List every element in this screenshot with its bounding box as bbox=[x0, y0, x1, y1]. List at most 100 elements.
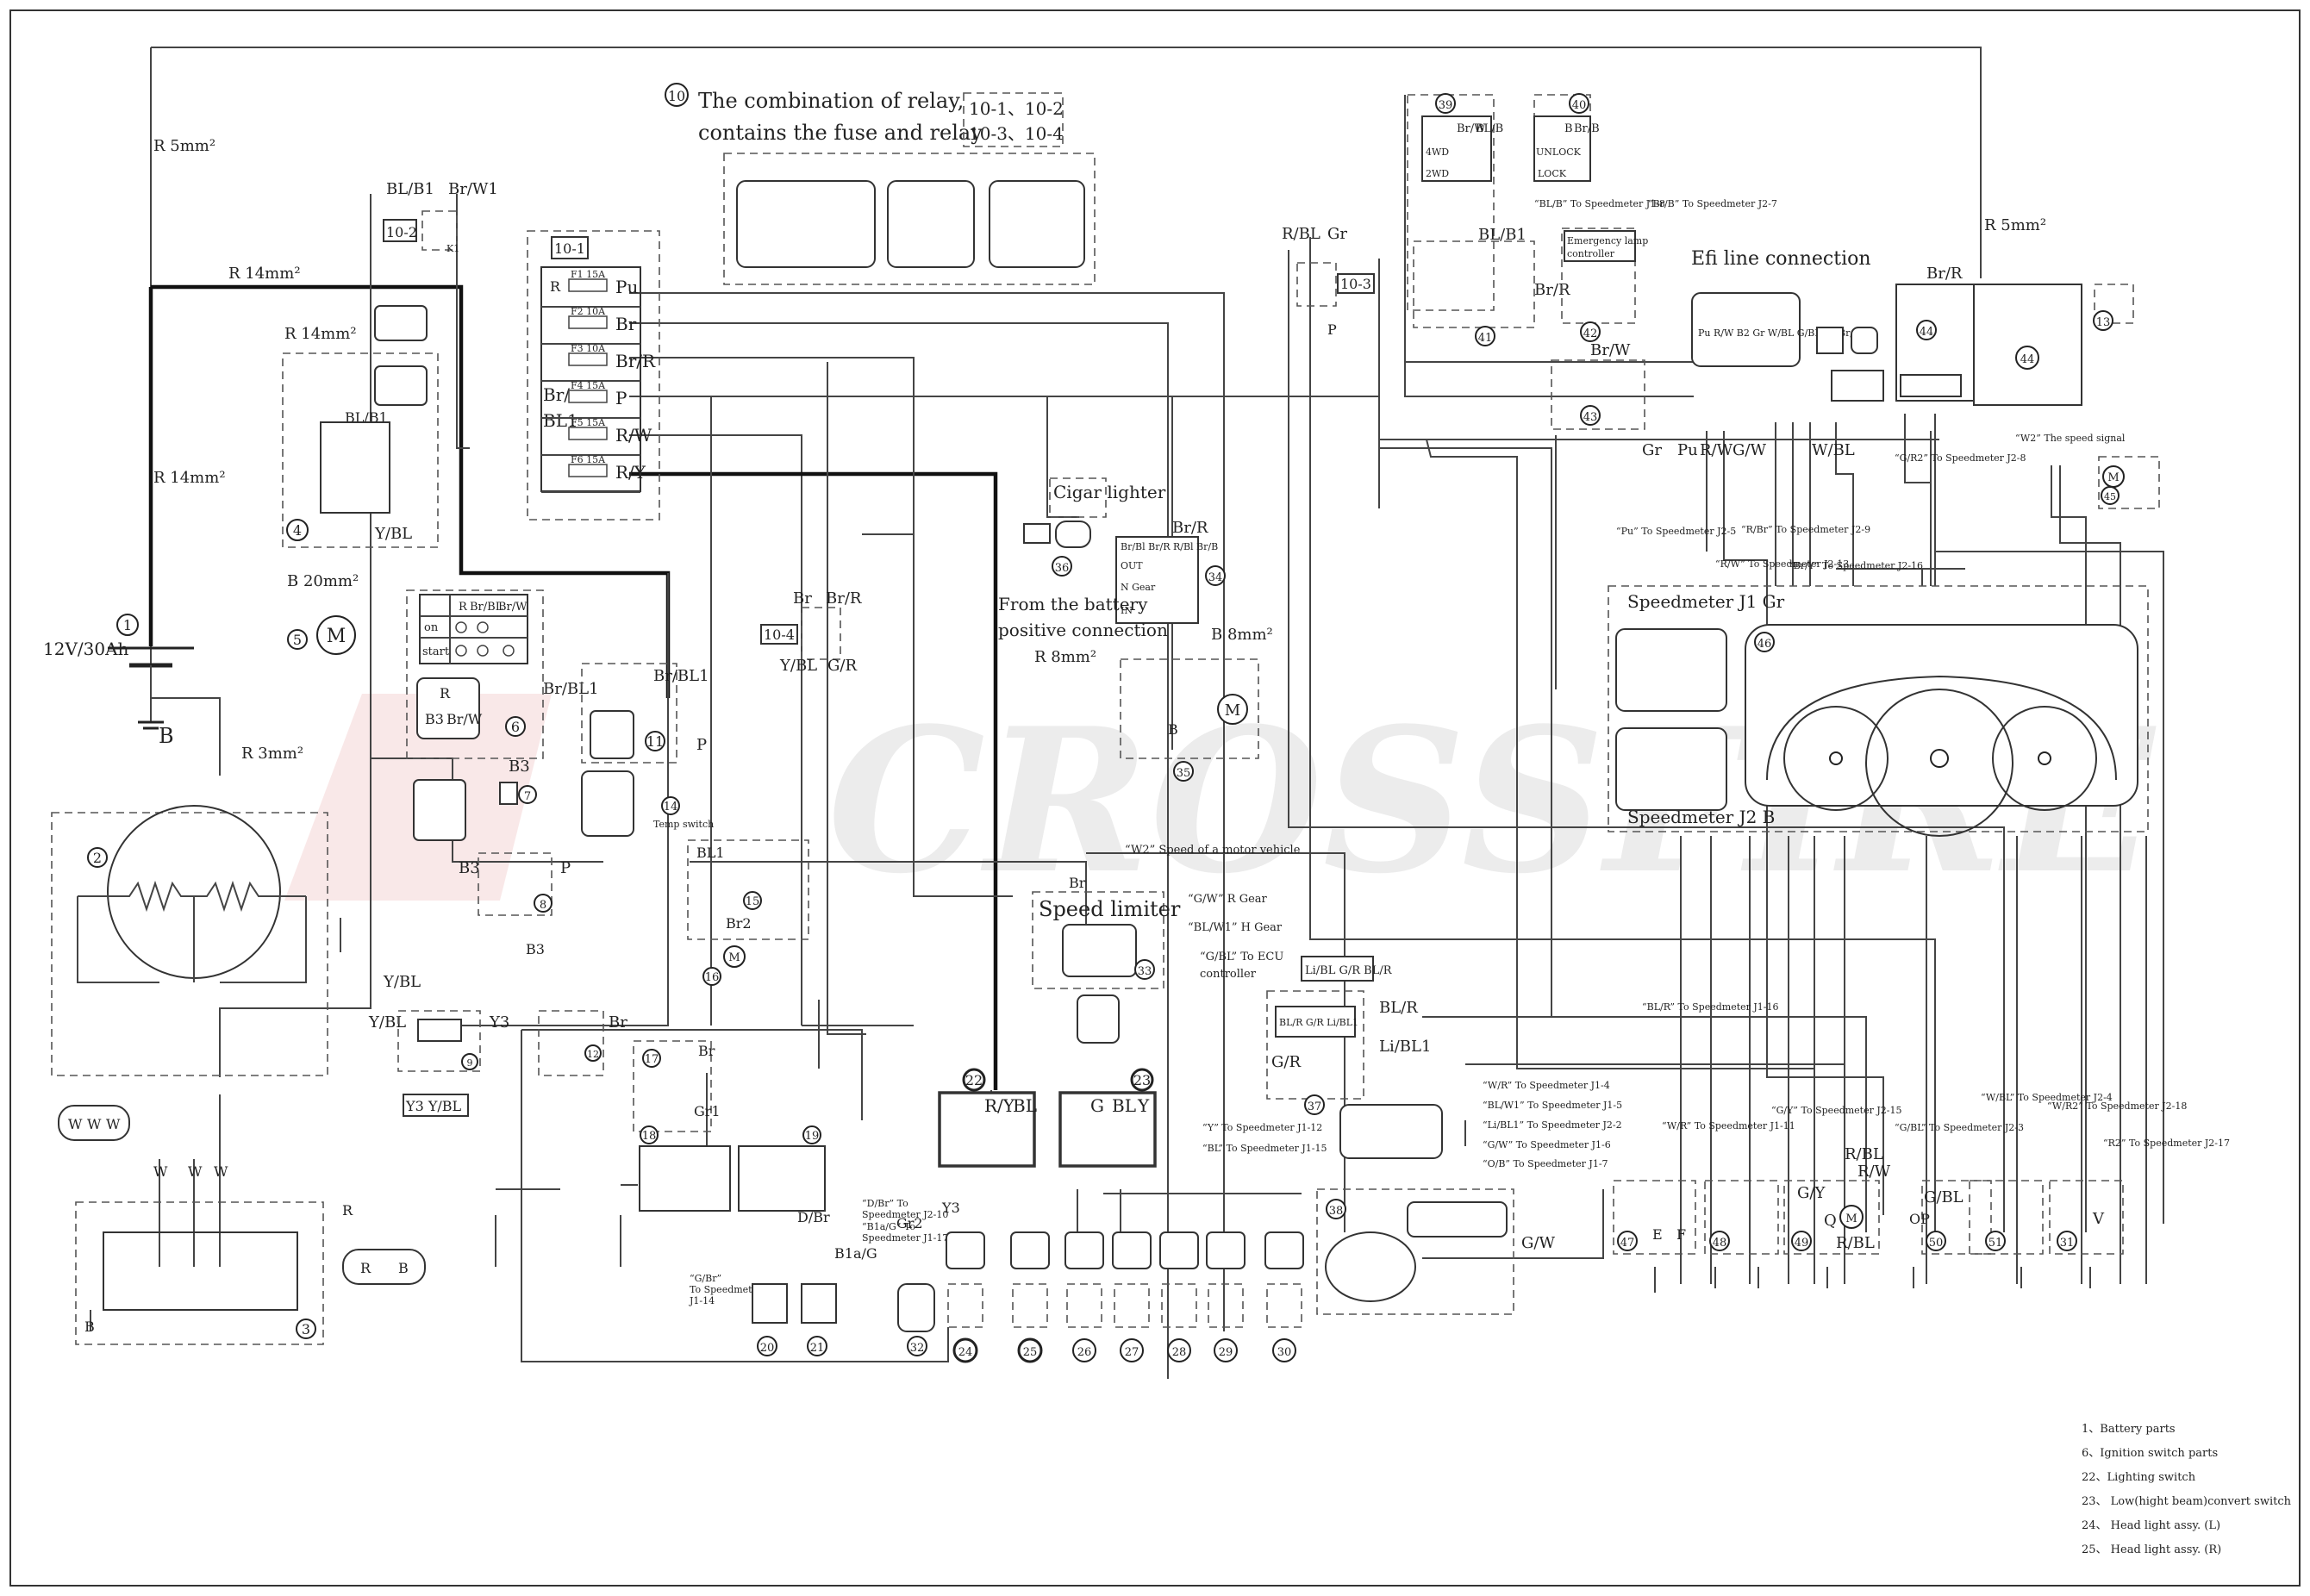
callout-6: 6 bbox=[511, 719, 520, 735]
callout-4: 4 bbox=[293, 522, 302, 539]
sw22-bl: BL bbox=[1013, 1095, 1037, 1116]
fuse-name: F5 15A bbox=[571, 417, 606, 428]
component-9: 9 Y3 Y/BL bbox=[397, 1010, 481, 1117]
wire-brbl1-b: Br/BL1 bbox=[653, 667, 709, 685]
note-pu-j2-5: “Pu” To Speedmeter J2-5 bbox=[1616, 526, 1736, 537]
callout-48: 48 bbox=[1713, 1237, 1727, 1250]
wire-dbr: D/Br bbox=[797, 1209, 830, 1225]
note-j1-5: “BL/W1” To Speedmeter J1-5 bbox=[1483, 1100, 1622, 1111]
note-j2-18: “W/R2” To Speedmeter J2-18 bbox=[2047, 1100, 2187, 1112]
sensor-op: OP bbox=[1909, 1211, 1930, 1227]
wire-r14-a: R 14mm² bbox=[228, 265, 301, 283]
callout-25: 25 bbox=[1023, 1346, 1038, 1359]
relay-connector-a bbox=[736, 180, 876, 268]
note-rbr-j2-9: “R/Br” To Speedmeter J2-9 bbox=[1741, 524, 1870, 535]
callout-16: 16 bbox=[705, 971, 720, 984]
note-j2-8: “G/R2” To Speedmeter J2-8 bbox=[1895, 452, 2026, 464]
callout-43: 43 bbox=[1583, 411, 1598, 424]
motor-35-symbol: M bbox=[1225, 701, 1240, 720]
sensors-47-51: “W/R” To Speedmeter J1-11 “BL/R” To Spee… bbox=[1613, 1001, 2230, 1255]
starter-motor-5: M 5 bbox=[287, 615, 356, 655]
fuse-output: Br/R bbox=[615, 351, 656, 371]
sw23-y: Y bbox=[1137, 1095, 1150, 1116]
callout-10-label: 10 bbox=[668, 88, 685, 104]
callout-29: 29 bbox=[1219, 1346, 1233, 1359]
plug-b: B bbox=[398, 1260, 409, 1276]
fuse-input: R bbox=[550, 278, 561, 295]
callout-8: 8 bbox=[540, 899, 546, 912]
relay-10-3-label: 10-3 bbox=[1340, 276, 1371, 292]
wire-r: R bbox=[342, 1202, 353, 1219]
wire-blr: BL/R bbox=[1379, 999, 1418, 1017]
wire-gr-37: G/R bbox=[1271, 1053, 1301, 1071]
wire-gw-38: G/W bbox=[1521, 1234, 1555, 1252]
from-battery-1: From the battery bbox=[998, 594, 1148, 614]
wire-b3: B3 bbox=[509, 757, 530, 776]
relay-combination-header: 10 The combination of relay, contains th… bbox=[665, 83, 1096, 285]
wire-gy: G/Y bbox=[1797, 1184, 1826, 1202]
callout-51: 51 bbox=[1988, 1237, 2003, 1250]
motor-5-symbol: M bbox=[327, 626, 346, 647]
note-j1-4: “W/R” To Speedmeter J1-4 bbox=[1483, 1080, 1610, 1091]
callout-11: 11 bbox=[646, 733, 664, 750]
legend-item: 24、 Head light assy. (L) bbox=[2082, 1519, 2220, 1532]
wire-r8: R 8mm² bbox=[1034, 648, 1096, 666]
speedo-j1-label: Speedmeter J1 Gr bbox=[1627, 591, 1785, 612]
wire-brr-2: Br/R bbox=[1172, 519, 1208, 537]
relay-title-line2: contains the fuse and relay bbox=[698, 121, 983, 145]
from-battery-2: positive connection bbox=[998, 620, 1168, 640]
wire-brbl1: Br/BL1 bbox=[543, 680, 599, 698]
callout-19: 19 bbox=[805, 1130, 820, 1143]
speedometer-46: Speedmeter J1 Gr Speedmeter J2 B 46 bbox=[1608, 585, 2149, 837]
wire-gr-104: G/R bbox=[827, 657, 857, 675]
speed-limiter-title: Speed limiter bbox=[1039, 897, 1181, 921]
wire-rw-2: R/W bbox=[1857, 1163, 1891, 1181]
wire-ybl-2: Y/BL bbox=[383, 973, 421, 991]
wire-p: P bbox=[560, 859, 571, 877]
fuse-output: R/W bbox=[615, 425, 652, 446]
relay-title-line1: The combination of relay, bbox=[698, 89, 964, 113]
callout-27: 27 bbox=[1125, 1346, 1139, 1359]
relay-k1-label: K1 bbox=[446, 243, 459, 254]
relay-id-box bbox=[963, 92, 1064, 147]
conn-y3-ybl: Y3 Y/BL bbox=[405, 1098, 462, 1114]
note-gbl-ecu-2: controller bbox=[1200, 968, 1257, 981]
fuse-name: F3 10A bbox=[571, 343, 606, 354]
bulb: 26 bbox=[1064, 1231, 1104, 1362]
wire-brw-43: Br/W bbox=[1590, 341, 1631, 359]
fuse-output: Pu bbox=[615, 277, 638, 297]
callout-47: 47 bbox=[1620, 1237, 1635, 1250]
sw39-2wd: 2WD bbox=[1426, 168, 1449, 179]
wire-r5: R 5mm² bbox=[153, 137, 215, 155]
note-w2-signal: “W2” The speed signal bbox=[2015, 433, 2126, 444]
wire-p-103: P bbox=[1327, 321, 1337, 338]
wire-b20: B 20mm² bbox=[287, 572, 359, 590]
stator-2: 2 W W W bbox=[51, 805, 328, 1141]
wire-brr-44: Br/R bbox=[1926, 265, 1963, 283]
callout-22: 22 bbox=[965, 1072, 983, 1088]
wire-gbl: G/BL bbox=[1924, 1188, 1964, 1206]
wire-b-35: B bbox=[1168, 721, 1178, 738]
fuse-output: R/Y bbox=[615, 462, 646, 483]
callout-37: 37 bbox=[1308, 1100, 1322, 1113]
components-7-8: 7 8 B3 bbox=[478, 782, 553, 957]
bulb: 27 bbox=[1112, 1231, 1152, 1362]
bulb: 25 bbox=[1010, 1231, 1050, 1363]
wire-blb-41: BL/B1 bbox=[1478, 226, 1526, 244]
callout-46: 46 bbox=[1757, 638, 1772, 651]
relay-connector-c bbox=[989, 180, 1085, 268]
callout-26: 26 bbox=[1077, 1346, 1092, 1359]
emergency-lamp-2: controller bbox=[1567, 248, 1615, 259]
wire-blb1: BL/B1 bbox=[386, 180, 434, 198]
callout-24: 24 bbox=[958, 1346, 973, 1359]
speed-limiter-33: Speed limiter 33 “G/W” R Gear “BL/W1” H … bbox=[1032, 844, 1301, 1044]
temp-switch: Temp switch bbox=[653, 819, 714, 830]
sw34-n: N Gear bbox=[1121, 582, 1156, 593]
cigar-and-gear-switch: Cigar lighter 36 Br/R Br/Bl Br/R R/Bl Br… bbox=[998, 477, 1273, 782]
note-j2-15: “G/Y” To Speedmeter J2-15 bbox=[1771, 1105, 1902, 1116]
note-blb-j1-8: “BL/B” To Speedmeter J1-8 bbox=[1534, 198, 1665, 209]
callout-42: 42 bbox=[1583, 327, 1598, 340]
bulb: 28 bbox=[1159, 1231, 1199, 1362]
